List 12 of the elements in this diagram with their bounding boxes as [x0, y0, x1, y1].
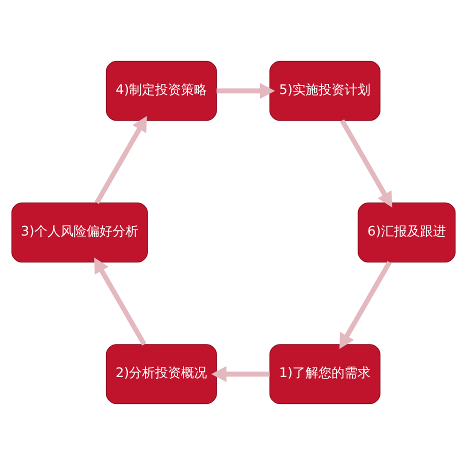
node-box: 3)个人风险偏好分析 [11, 202, 148, 262]
node-box: 4)制定投资策略 [106, 60, 217, 120]
node-box: 5)实施投资计划 [269, 60, 380, 120]
arrow [216, 82, 276, 98]
arrow [211, 366, 270, 382]
node-box: 1)了解您的需求 [269, 344, 380, 404]
arrow [94, 115, 147, 204]
node-box: 6)汇报及跟进 [358, 202, 456, 262]
arrow [340, 118, 392, 207]
arrow [94, 257, 146, 346]
arrow [339, 260, 392, 349]
node-box: 2)分析投资概况 [106, 344, 217, 404]
